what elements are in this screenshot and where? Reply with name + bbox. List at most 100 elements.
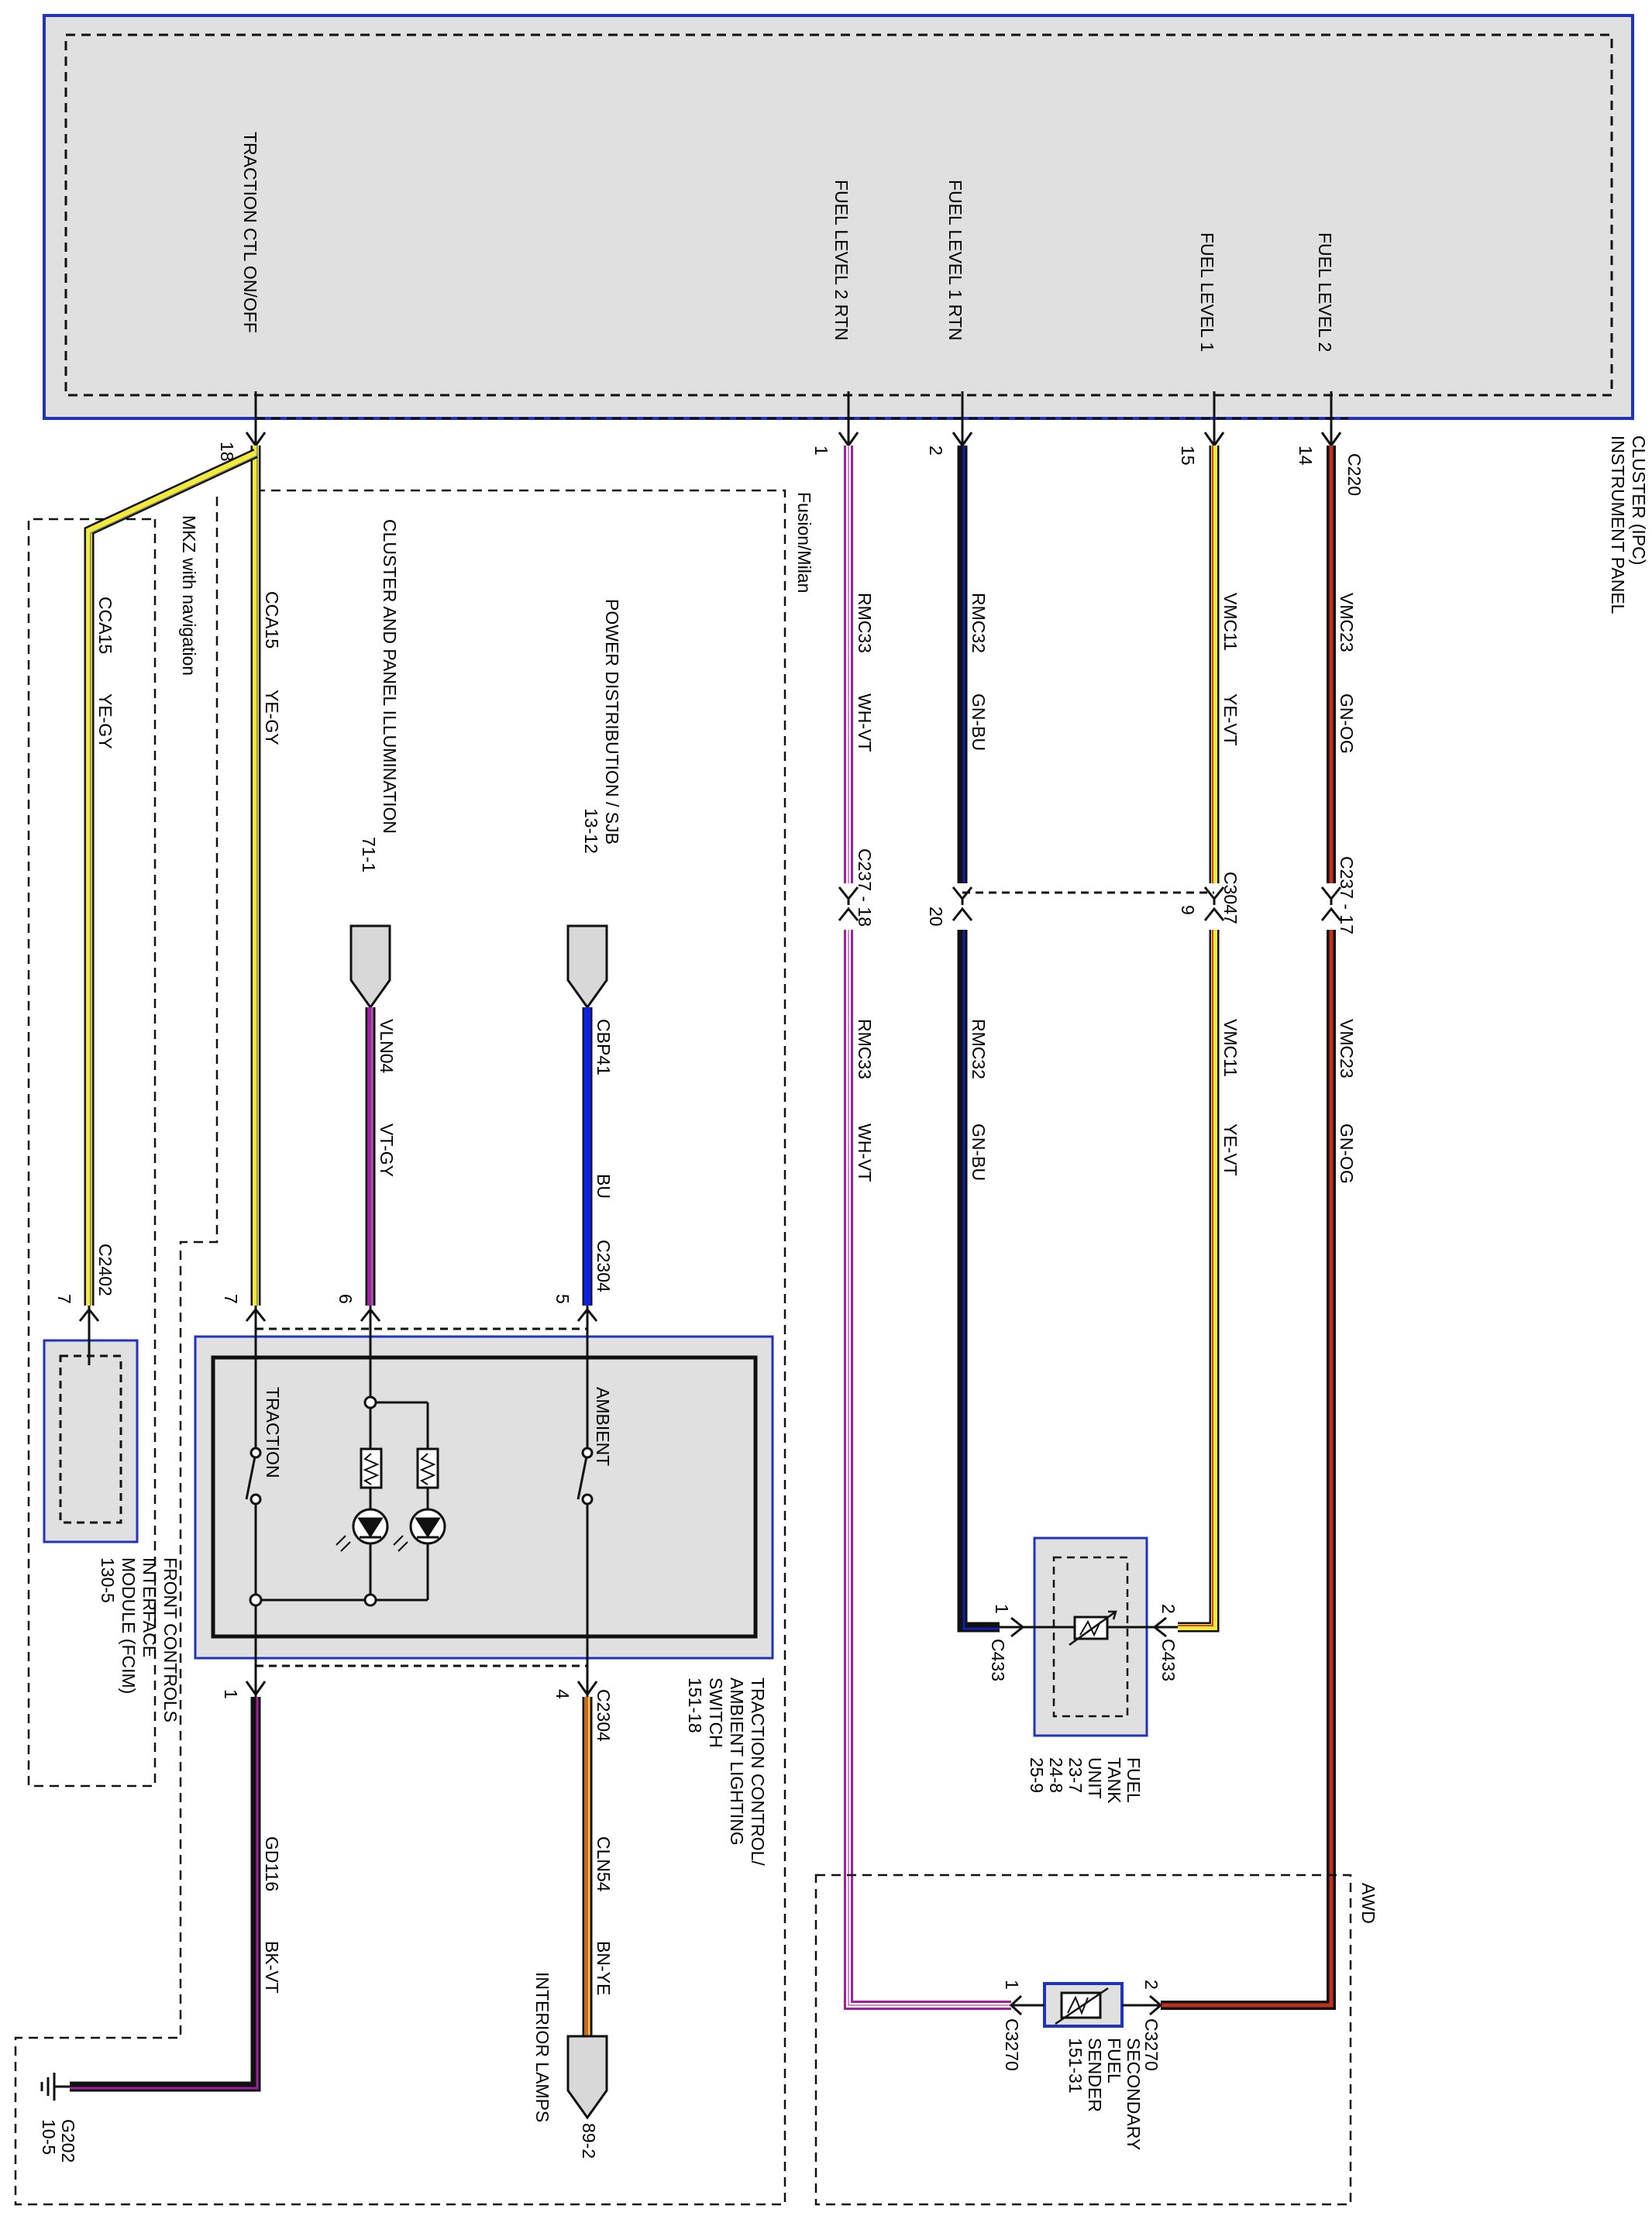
- wire-rmc33-color-bottom: WH-VT: [855, 1123, 875, 1182]
- switch-pin-arrows: [245, 1306, 598, 1697]
- wire-gd116: [70, 1697, 261, 2092]
- switch-connector-c2304-top: C2304: [594, 1240, 614, 1292]
- fuel-tank-unit-line-5: 24-8: [1046, 1757, 1066, 1793]
- ground-icon: [40, 2073, 70, 2101]
- connector-pin-20: 20: [926, 907, 946, 927]
- switch-pin-4: 4: [552, 1689, 573, 1699]
- fusion-milan-region: [14, 489, 786, 2206]
- fuel-tank-connector-c433-right: C433: [1158, 1639, 1179, 1681]
- pin-label-fuel-level-2-rtn: FUEL LEVEL 2 RTN: [831, 180, 852, 341]
- wire-vln04-circuit: VLN04: [377, 1019, 397, 1074]
- fuel-tank-unit-pin-arrows: [1010, 1616, 1167, 1638]
- resistor-1: [360, 1447, 383, 1489]
- fcim-connector-c2402: C2402: [95, 1244, 115, 1296]
- wire-rmc33-circuit-bottom: RMC33: [855, 1019, 875, 1079]
- pin-label-fuel-level-2: FUEL LEVEL 2: [1315, 232, 1335, 352]
- connector-c237-17: C237 - 17: [1337, 856, 1357, 934]
- fcim-line-4: 130-5: [98, 1557, 118, 1603]
- ipc-name-line-3: 151-18: [1650, 435, 1652, 491]
- wire-rmc32-color-bottom: GN-BU: [969, 1123, 989, 1181]
- mkz-navigation-region: [27, 518, 157, 1788]
- power-distribution-reference: POWER DISTRIBUTION / SJB 13-12: [581, 599, 622, 854]
- wire-vmc23: [1161, 446, 1336, 2010]
- switch-connector-c2304-bottom: C2304: [594, 1689, 614, 1742]
- wire-gd116-color: BK-VT: [262, 1941, 282, 1994]
- switch-pin-5: 5: [552, 1294, 573, 1304]
- fuel-tank-unit: [1000, 1536, 1178, 1737]
- interior-lamps-arrow: [566, 2035, 608, 2120]
- wire-rmc33: [844, 446, 1011, 2010]
- wire-vmc23-color-top: GN-OG: [1337, 693, 1357, 754]
- wire-rmc32-circuit-top: RMC32: [969, 593, 989, 653]
- mkz-navigation-label: MKZ with navigation: [179, 515, 199, 676]
- wire-gd116-circuit: GD116: [262, 1836, 282, 1891]
- wire-vmc11-color-top: YE-VT: [1220, 693, 1241, 746]
- switch-name-line-3: SWITCH: [706, 1677, 726, 1748]
- fcim-pin-7: 7: [54, 1294, 74, 1304]
- pin-number-2-ipc: 2: [926, 446, 946, 456]
- secondary-sender-pin-2: 2: [1141, 1980, 1162, 1990]
- wire-vmc11-circuit-top: VMC11: [1220, 593, 1241, 651]
- interior-lamps-ref: 89-2: [579, 2123, 599, 2159]
- wire-vmc23-circuit-bottom: VMC23: [1337, 1019, 1357, 1079]
- fcim-line-2: INTERFACE: [139, 1557, 160, 1657]
- ipc-name-line-2: CLUSTER (IPC): [1629, 435, 1649, 565]
- wire-cca15: [84, 446, 261, 1306]
- wire-cca15-circuit-fcim: CCA15: [95, 597, 115, 654]
- connector-pin-9: 9: [1178, 905, 1198, 915]
- cluster-illumination-reference: CLUSTER AND PANEL ILLUMINATION 71-1: [359, 519, 400, 872]
- fcim-line-3: MODULE (FCIM): [119, 1557, 139, 1694]
- wire-rmc32: [957, 446, 1000, 1633]
- pin-label-traction: TRACTION CTL ON/OFF: [240, 132, 260, 333]
- fcim-name: FRONT CONTROLS INTERFACE MODULE (FCIM) 1…: [98, 1557, 181, 1722]
- ipc-connector-c220: C220: [1344, 453, 1365, 496]
- secondary-sender-line-3: SENDER: [1085, 2038, 1105, 2112]
- cluster-illum-line-1: CLUSTER AND PANEL ILLUMINATION: [380, 519, 400, 834]
- wire-vmc23-circuit-top: VMC23: [1337, 593, 1357, 652]
- fuel-tank-unit-line-2: TANK: [1104, 1757, 1124, 1804]
- fuel-tank-unit-line-1: FUEL: [1124, 1757, 1144, 1803]
- led-1: [336, 1508, 389, 1552]
- fuel-tank-unit-name: FUEL TANK UNIT 23-7 24-8 25-9: [1027, 1757, 1144, 1804]
- wire-rmc33-color-top: WH-VT: [855, 693, 875, 752]
- wire-cca15-color-fcim: YE-GY: [95, 693, 115, 749]
- cluster-illum-line-2: 71-1: [359, 837, 379, 872]
- awd-region: [814, 1874, 1352, 2206]
- switch-traction-label: TRACTION: [263, 1387, 283, 1478]
- fcim-module: [43, 1329, 139, 1543]
- wire-vmc11-color-bottom: YE-VT: [1220, 1123, 1241, 1176]
- fuel-tank-unit-line-3: UNIT: [1085, 1757, 1105, 1799]
- wire-vln04: [365, 1007, 376, 1306]
- connector-c3047: C3047: [1220, 872, 1241, 924]
- inline-connector-arrows: [838, 886, 1342, 921]
- fuel-tank-connector-c433-left: C433: [988, 1639, 1008, 1681]
- traction-ambient-switch: [194, 1327, 774, 1667]
- wire-rmc32-circuit-bottom: RMC32: [969, 1019, 989, 1079]
- pin-number-1-ipc: 1: [811, 446, 831, 456]
- secondary-sender-line-1: SECONDARY: [1124, 2038, 1144, 2150]
- ipc-name-line-1: INSTRUMENT PANEL: [1608, 435, 1628, 614]
- wire-rmc33-circuit-top: RMC33: [855, 593, 875, 653]
- power-distribution-arrow: [566, 924, 608, 1010]
- pin-label-fuel-level-1: FUEL LEVEL 1: [1197, 232, 1217, 352]
- wire-cbp41-circuit: CBP41: [594, 1019, 614, 1075]
- switch-name: TRACTION CONTROL/ AMBIENT LIGHTING SWITC…: [685, 1677, 768, 1866]
- power-dist-line-1: POWER DISTRIBUTION / SJB: [602, 599, 622, 845]
- pin-number-15: 15: [1178, 446, 1198, 466]
- switch-ambient-label: AMBIENT: [593, 1387, 613, 1466]
- secondary-sender-pin-arrows: [1009, 1994, 1163, 2016]
- cluster-illumination-arrow: [349, 924, 391, 1010]
- pin-label-fuel-level-1-rtn: FUEL LEVEL 1 RTN: [945, 180, 965, 341]
- ipc-name: INSTRUMENT PANEL CLUSTER (IPC) 151-18: [1608, 435, 1652, 614]
- wire-vmc23-color-bottom: GN-OG: [1337, 1123, 1357, 1184]
- wire-cbp41-color: BU: [594, 1174, 614, 1199]
- fuel-tank-pin-2: 2: [1158, 1604, 1179, 1614]
- fuel-tank-unit-line-4: 23-7: [1065, 1757, 1086, 1793]
- switch-name-line-4: 151-18: [685, 1677, 705, 1733]
- fcim-line-1: FRONT CONTROLS: [160, 1557, 181, 1722]
- wire-vmc11-circuit-bottom: VMC11: [1220, 1019, 1241, 1077]
- secondary-fuel-sender: [1011, 1982, 1161, 2028]
- secondary-sender-line-4: 151-31: [1065, 2038, 1086, 2094]
- wire-cln54-color: BN-YE: [594, 1941, 614, 1995]
- fuel-tank-unit-line-6: 25-9: [1027, 1757, 1047, 1793]
